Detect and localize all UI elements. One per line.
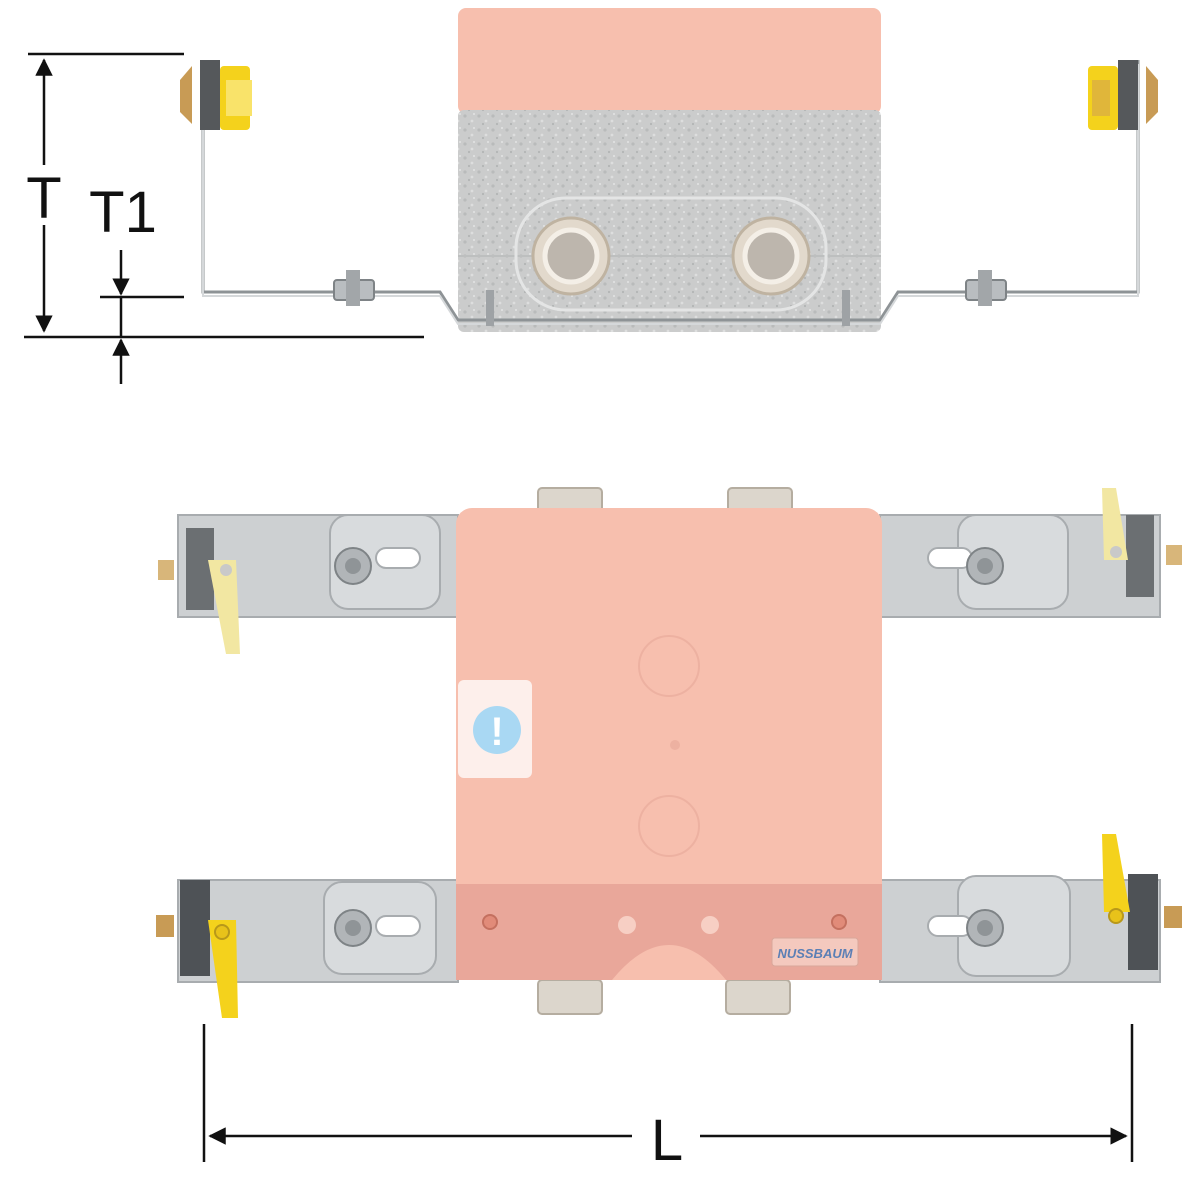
info-icon-glyph: ! <box>490 710 503 754</box>
dimension-t1-label: T1 <box>89 180 157 245</box>
info-icon: ! <box>473 706 521 754</box>
lever-latch-icon <box>156 880 238 1018</box>
brand-label: NUSSBAUM <box>777 946 853 961</box>
lever-latch-icon <box>158 528 240 654</box>
dimension-l-label: L <box>651 1108 683 1173</box>
dimension-l: L <box>202 1024 1134 1173</box>
lever-latch-icon <box>1102 834 1182 970</box>
lever-latch-icon <box>1102 488 1182 597</box>
bolt-icon <box>966 909 1004 947</box>
bolt-icon <box>966 547 1004 585</box>
pipe-connectors-front <box>537 487 793 1015</box>
dimension-t-label: T <box>26 166 61 231</box>
dimension-t: T <box>24 52 424 339</box>
box-front: ! NUSSBAUM <box>456 508 882 980</box>
bolt-icon <box>333 270 375 306</box>
box-side <box>458 8 881 332</box>
bolt-icon <box>334 547 372 585</box>
bracket-lower <box>156 834 1182 1018</box>
bolt-icon <box>334 909 372 947</box>
spring-clip-icon <box>1088 60 1158 130</box>
mounting-rail-side <box>201 60 1140 326</box>
spring-clip-icon <box>180 60 252 130</box>
pipe-connector-icon <box>531 216 611 296</box>
pipe-connector-icon <box>731 216 811 296</box>
bracket-upper <box>158 488 1182 654</box>
front-view: ! NUSSBAUM L <box>156 487 1182 1173</box>
dimension-t1: T1 <box>89 180 184 384</box>
side-view: T T1 <box>24 8 1158 384</box>
bolt-icon <box>965 270 1007 306</box>
